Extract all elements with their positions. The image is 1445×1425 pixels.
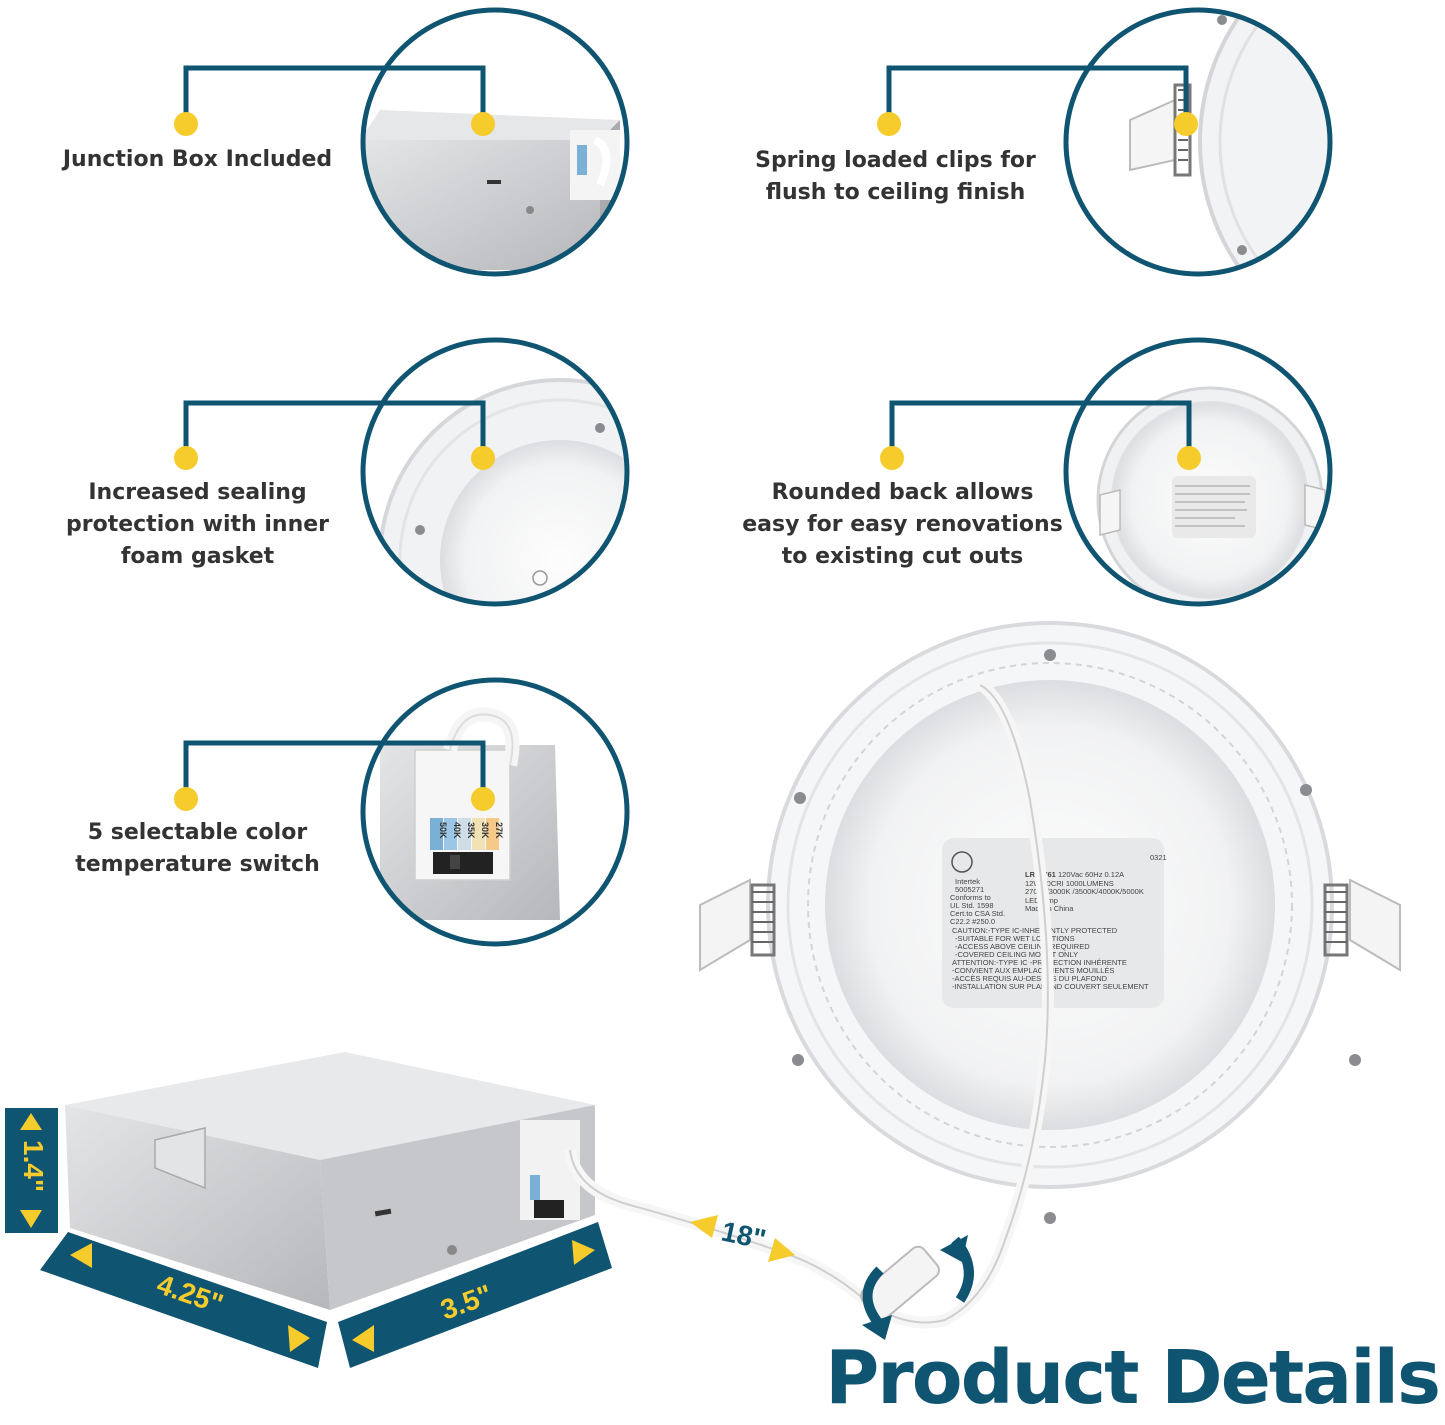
height-dimension: 1.4"	[5, 1108, 58, 1233]
length-dimension: 4.25"	[40, 1232, 327, 1368]
switch-setting-1: 50K	[438, 822, 448, 839]
switch-setting-5: 27K	[494, 822, 504, 839]
height-label: 1.4"	[18, 1140, 49, 1192]
width-dimension: 3.5"	[338, 1222, 612, 1368]
switch-setting-2: 40K	[452, 822, 462, 839]
switch-setting-3: 35K	[466, 822, 476, 839]
label-conformity-1: Conforms to	[950, 893, 991, 902]
feature-label-rounded-back: Rounded back allows easy for easy renova…	[742, 480, 1063, 569]
feature-label-color-switch: 5 selectable color temperature switch	[75, 820, 320, 877]
feature-label-sealing: Increased sealing protection with inner …	[65, 480, 330, 569]
callout-dots	[174, 112, 1201, 811]
rounded-back-closeup-icon	[1063, 337, 1333, 607]
gasket-closeup-icon	[360, 337, 630, 607]
label-conformity-4: C22.2 #250.0	[950, 917, 995, 926]
callout-junction-box	[183, 65, 486, 122]
junction-box-closeup-icon	[360, 7, 630, 277]
spring-clip-closeup-icon	[1063, 7, 1333, 277]
callout-spring-clips	[886, 65, 1189, 122]
cable-dimension: 18"	[690, 1215, 795, 1262]
label-rating: 120Vac 60Hz 0.12A	[1058, 870, 1124, 879]
label-caution-1: CAUTION:-TYPE IC-INHERENTLY PROTECTED	[952, 926, 1118, 935]
label-conformity-3: Cert.to CSA Std.	[950, 909, 1005, 918]
label-caution-7: -ACCÈS REQUIS AU-DESSUS DU PLAFOND	[952, 974, 1108, 983]
label-caution-4: -COVERED CEILING MOUNT ONLY	[955, 950, 1078, 959]
callout-color-switch	[183, 740, 486, 797]
label-intertek-no: 5005271	[955, 885, 984, 894]
label-caution-5: ATTENTION:-TYPE IC -PROTECTION INHÉRENTE	[952, 958, 1127, 967]
label-intertek: Intertek	[955, 877, 980, 886]
callout-sealing	[183, 400, 486, 456]
feature-label-junction-box: Junction Box Included	[62, 147, 333, 172]
label-conformity-2: UL Std. 1598	[950, 901, 994, 910]
callout-rounded-back	[889, 400, 1192, 456]
label-code: 0321	[1150, 853, 1167, 862]
arrow-head-icon	[940, 1235, 968, 1262]
label-cct: 2700K/3000K /3500K/4000K/5000K	[1025, 887, 1144, 896]
feature-label-spring-clips: Spring loaded clips for flush to ceiling…	[755, 148, 1036, 205]
label-specs: 12W 80CRI 1000LUMENS	[1025, 879, 1114, 888]
label-caution-6: -CONVIENT AUX EMPLACEMENTS MOUILLÉS	[952, 966, 1114, 975]
downlight-panel	[699, 621, 1401, 1224]
switch-setting-4: 30K	[480, 822, 490, 839]
page-title: Product Details	[825, 1335, 1441, 1421]
label-caution-2: -SUITABLE FOR WET LOCATIONS	[955, 934, 1075, 943]
color-switch-closeup-icon	[360, 677, 630, 947]
cable-label: 18"	[719, 1216, 769, 1256]
arrow-head-icon	[862, 1315, 892, 1340]
label-caution-3: -ACCESS ABOVE CEILING REQUIRED	[955, 942, 1090, 951]
